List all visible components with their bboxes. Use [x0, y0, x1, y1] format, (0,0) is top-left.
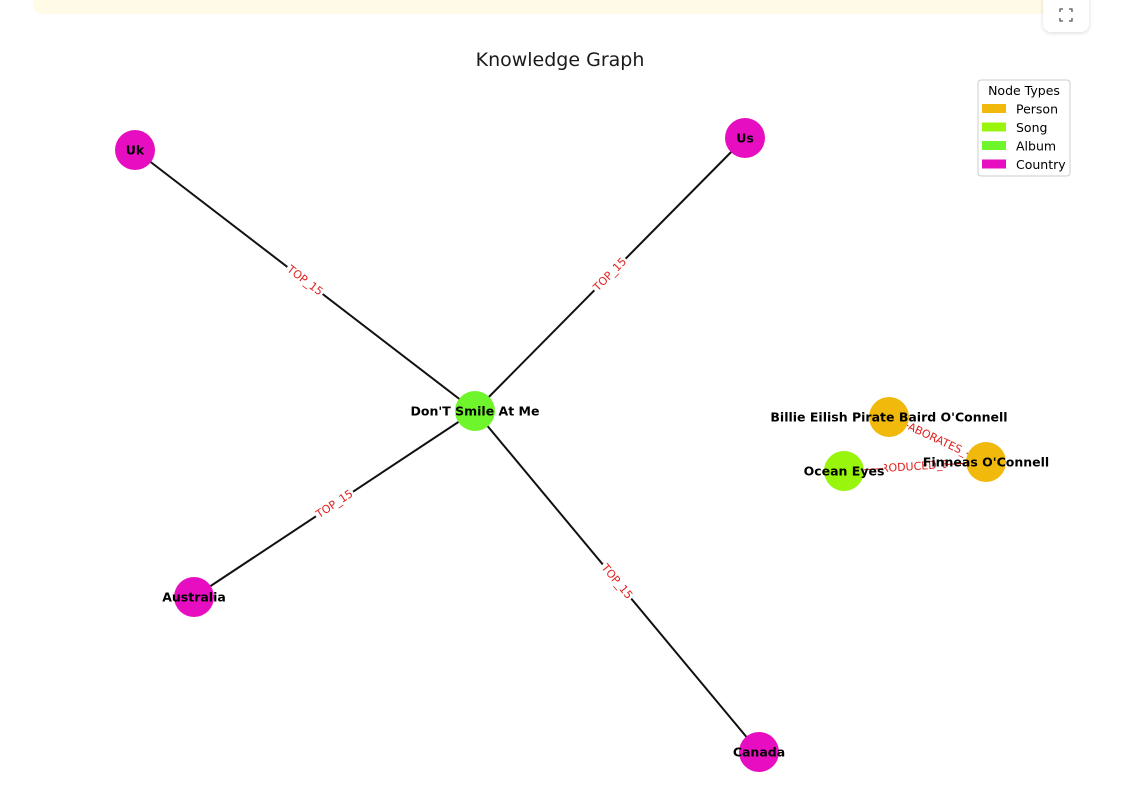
- legend-swatch: [982, 122, 1006, 132]
- node-label-us: Us: [736, 131, 754, 146]
- edge-label: TOP_15: [282, 260, 328, 301]
- graph-node-us: [725, 118, 765, 158]
- edge-label: TOP_15: [311, 485, 358, 523]
- node-label-finneas: Finneas O'Connell: [923, 455, 1049, 470]
- graph-node-dont: [455, 391, 495, 431]
- legend-title: Node Types: [988, 83, 1060, 98]
- info-banner: [33, 0, 1055, 14]
- legend-label: Person: [1016, 102, 1058, 117]
- node-label-australia: Australia: [162, 590, 226, 605]
- graph-title: Knowledge Graph: [476, 49, 645, 71]
- legend-label: Album: [1016, 139, 1056, 154]
- edge-label-background: [282, 260, 328, 301]
- edge-label-background: [596, 559, 638, 604]
- edge-label-background: [905, 419, 970, 460]
- node-label-dont: Don'T Smile At Me: [411, 404, 540, 419]
- edge-label-text: TOP_15: [598, 561, 635, 602]
- graph-node-uk: [115, 130, 155, 170]
- legend-label: Country: [1016, 157, 1066, 172]
- edges-layer: [134, 137, 987, 753]
- edge-label-text: PRODUCED_BY: [874, 457, 957, 475]
- legend-swatch: [982, 159, 1006, 169]
- graph-node-ocean: [824, 451, 864, 491]
- graph-node-canada: [739, 732, 779, 772]
- edge-label-background: [589, 253, 631, 296]
- fullscreen-button[interactable]: [1043, 0, 1089, 32]
- edge-label-background: [311, 485, 358, 523]
- node-label-canada: Canada: [733, 745, 785, 760]
- edge-label-text: TOP_15: [313, 487, 356, 521]
- edge-label: TOP_15: [589, 253, 631, 296]
- graph-node-finneas: [966, 442, 1006, 482]
- edge-label-text: TOP_15: [590, 255, 629, 294]
- graph-node-billie: [869, 397, 909, 437]
- node-label-uk: Uk: [126, 143, 145, 158]
- node-label-billie: Billie Eilish Pirate Baird O'Connell: [770, 410, 1007, 425]
- legend-swatch: [982, 141, 1006, 150]
- graph-node-australia: [174, 577, 214, 617]
- nodes-layer: [115, 118, 1006, 772]
- node-label-ocean: Ocean Eyes: [804, 464, 885, 479]
- legend-swatch: [982, 104, 1006, 113]
- edge-label: PRODUCED_BY: [874, 456, 957, 477]
- edge-label-text: TOP_15: [284, 262, 326, 298]
- edge-label-background: [882, 456, 948, 477]
- legend-label: Song: [1016, 120, 1047, 135]
- fullscreen-icon: [1059, 8, 1073, 22]
- edge-label: TOP_15: [596, 559, 638, 604]
